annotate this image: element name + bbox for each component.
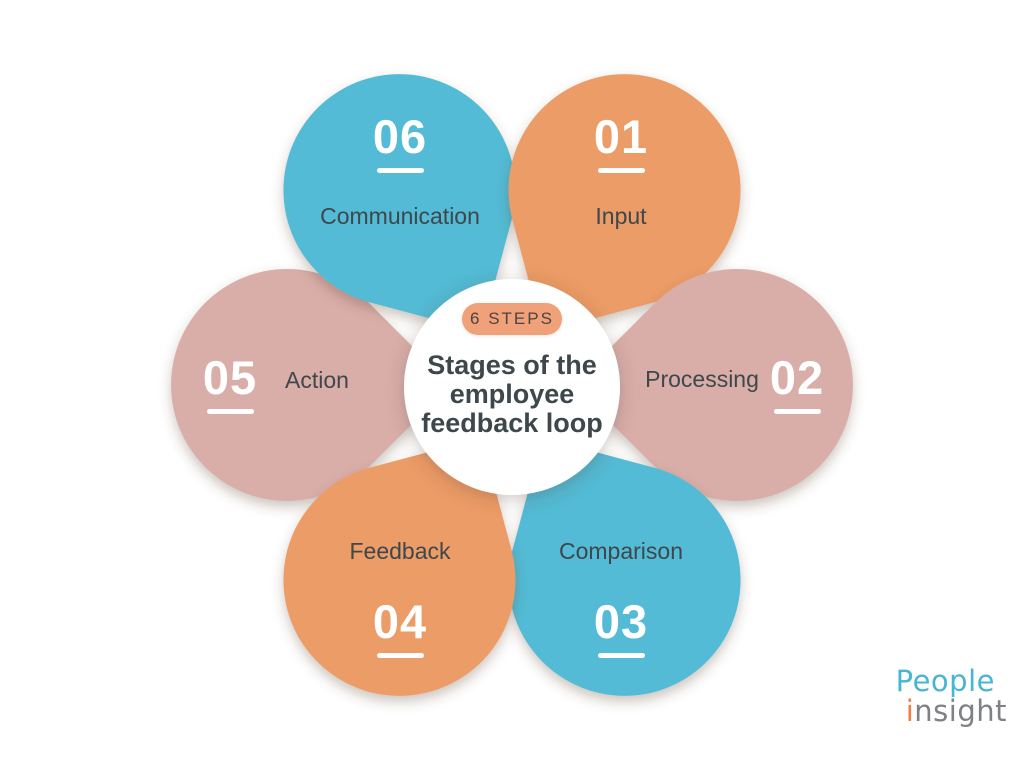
petal-label-action: Action xyxy=(285,367,349,393)
petal-processing-number-block: 02 xyxy=(737,353,857,414)
petal-feedback: Feedback 04 xyxy=(280,537,520,658)
petal-comparison: Comparison 03 xyxy=(501,537,741,658)
number-underline xyxy=(597,653,645,658)
number-underline xyxy=(376,168,424,173)
petal-shape-input xyxy=(508,74,741,333)
number-underline xyxy=(773,409,821,414)
petal-shape-feedback xyxy=(283,437,516,696)
petal-number-05: 05 xyxy=(202,351,258,404)
petal-shape-action xyxy=(171,269,452,501)
number-underline xyxy=(376,653,424,658)
steps-count-badge: 6 STEPS xyxy=(462,303,562,335)
petal-action-number-block: 05 xyxy=(170,353,290,414)
center-circle xyxy=(404,279,620,495)
petal-number-02: 02 xyxy=(769,351,825,404)
petal-number-04: 04 xyxy=(372,595,428,648)
petal-shape-processing xyxy=(573,269,853,501)
petal-label-input: Input xyxy=(595,203,647,229)
logo-word-people: People xyxy=(895,664,995,698)
petal-number-01: 01 xyxy=(593,110,649,163)
petal-label-feedback: Feedback xyxy=(349,538,451,564)
logo-insight-rest: nsight xyxy=(914,694,1007,728)
logo-word-insight: insight xyxy=(896,696,1007,726)
number-underline xyxy=(597,168,645,173)
petal-processing-label-block: Processing xyxy=(622,365,782,393)
petal-number-06: 06 xyxy=(372,110,428,163)
petal-label-communication: Communication xyxy=(320,203,480,229)
petal-label-comparison: Comparison xyxy=(559,538,683,564)
logo-insight-i: i xyxy=(905,694,915,728)
petal-communication: 06 Communication xyxy=(280,112,520,230)
people-insight-logo: People insight xyxy=(896,666,1007,726)
petal-action-label-block: Action xyxy=(237,366,397,394)
petal-number-03: 03 xyxy=(593,595,649,648)
petal-shape-communication xyxy=(283,74,516,333)
number-underline xyxy=(206,409,254,414)
petal-shape-comparison xyxy=(508,437,741,696)
petal-input: 01 Input xyxy=(501,112,741,230)
diagram-title: Stages of the employee feedback loop xyxy=(421,350,603,438)
petal-label-processing: Processing xyxy=(645,366,759,392)
